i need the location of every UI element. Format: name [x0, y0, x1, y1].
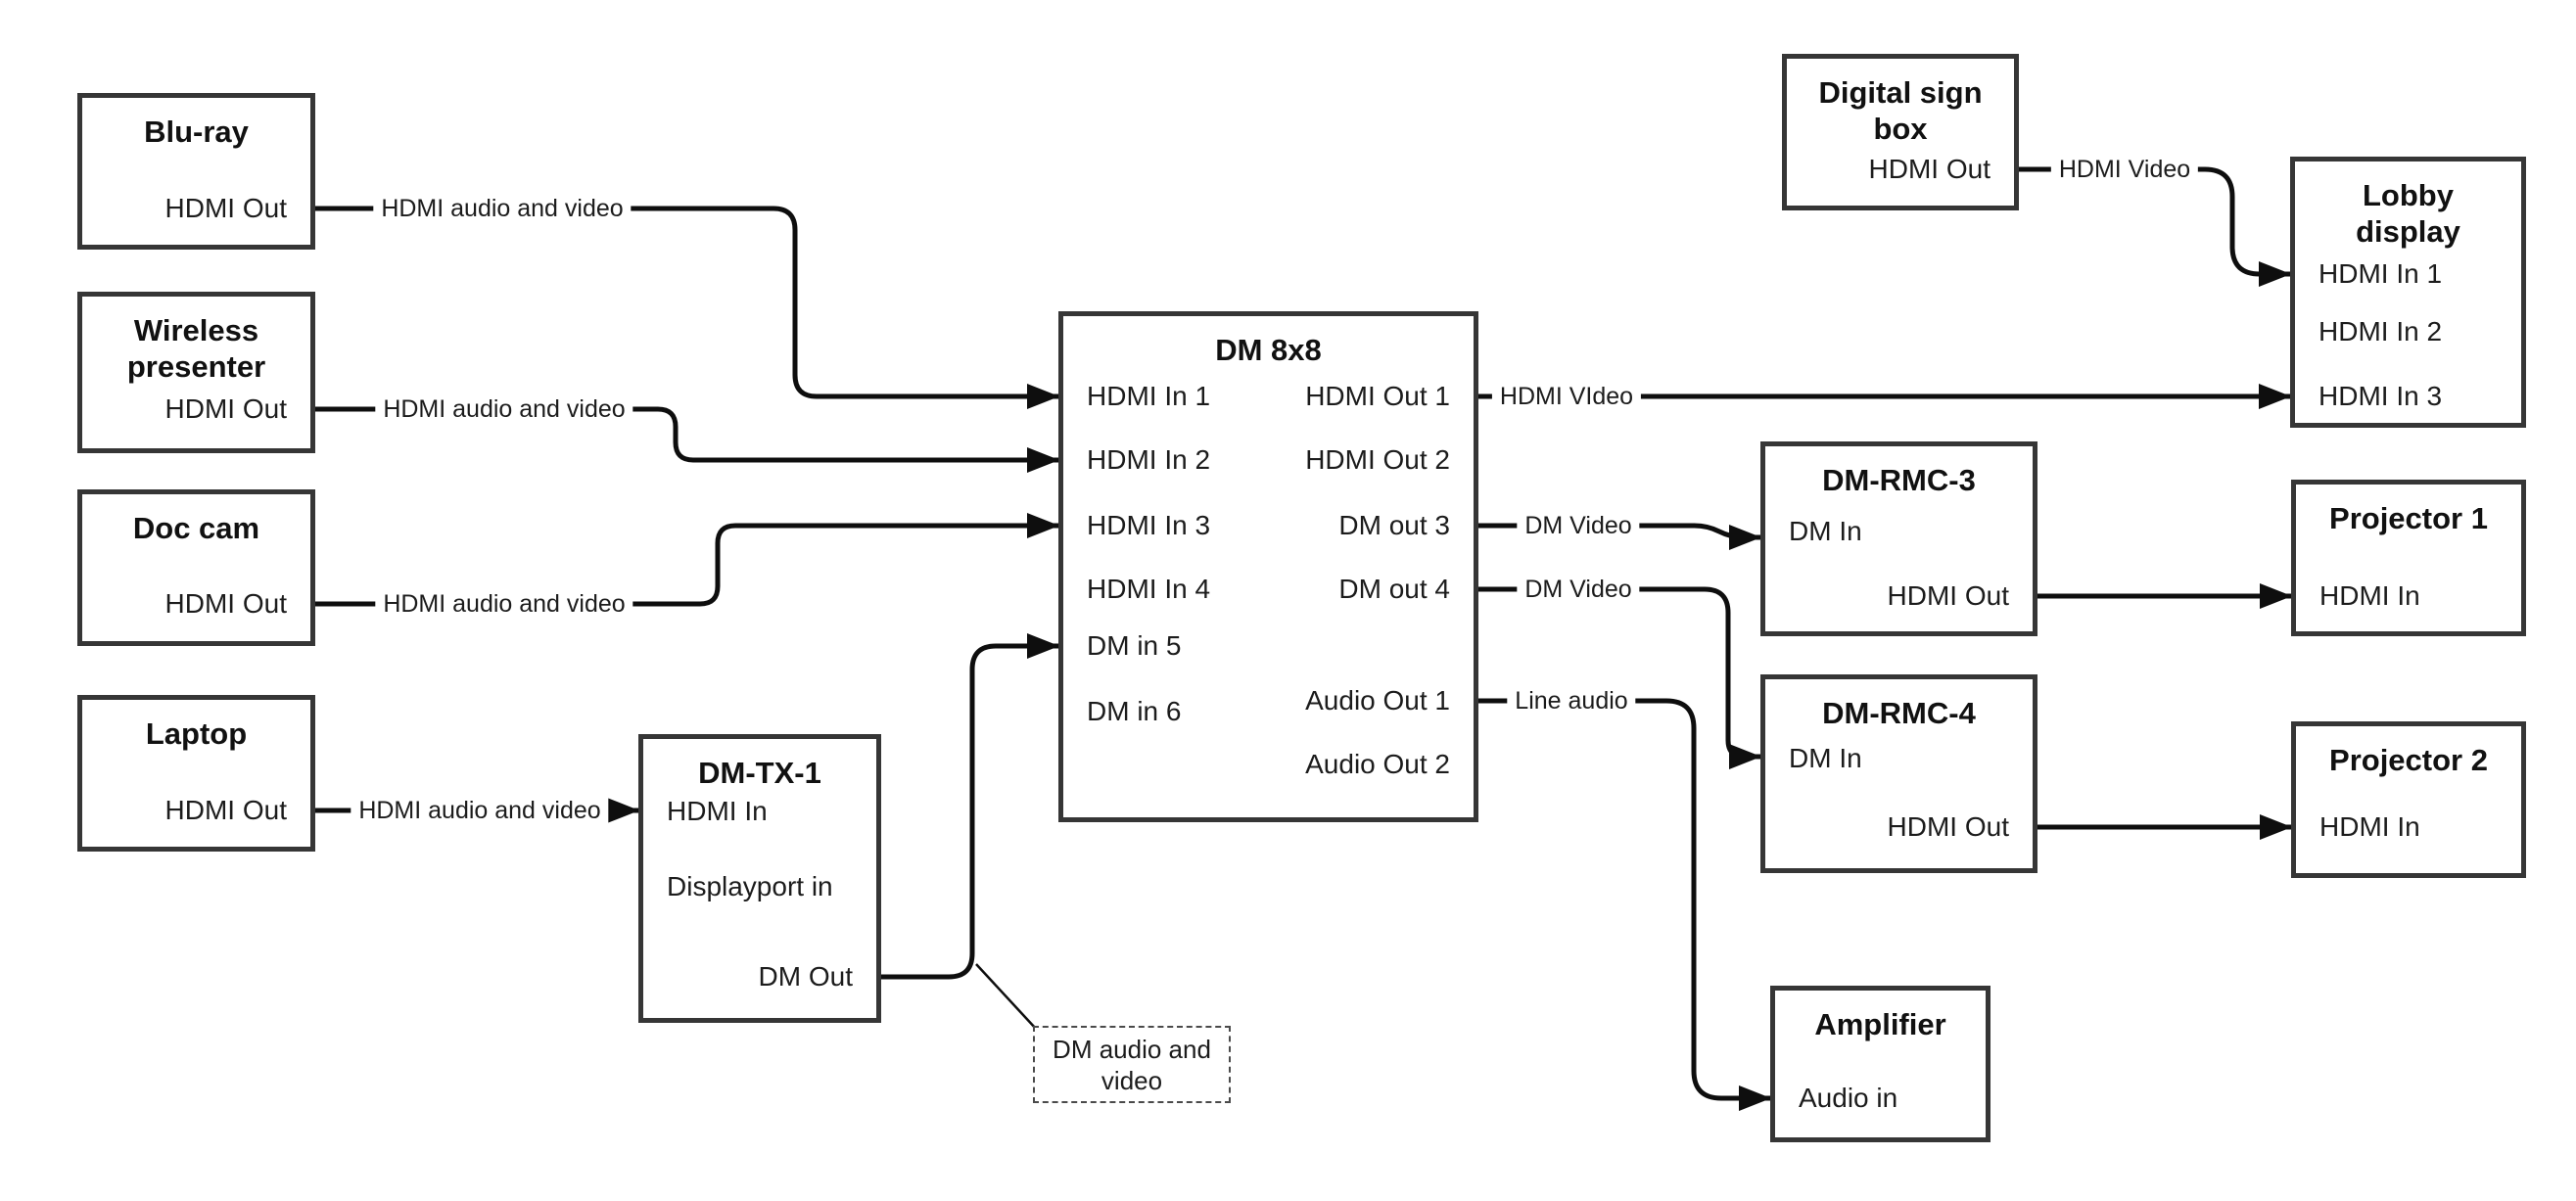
node-title-dm-tx-1: DM-TX-1 [643, 739, 876, 791]
wire-sign-to-lobby-in1 [2019, 166, 2291, 287]
node-title-line: Projector 2 [2329, 743, 2488, 777]
port-dm-rmc-4-hdmi-out: HDMI Out [1887, 811, 2009, 842]
node-title-line: DM 8x8 [1215, 333, 1322, 367]
port-dm-tx-1-dm-out: DM Out [758, 961, 853, 992]
port-dm-8x8-dm-out-3: DM out 3 [1338, 510, 1450, 540]
port-digital-sign-box-hdmi-out: HDMI Out [1868, 154, 1991, 184]
port-dm-8x8-hdmi-in-2: HDMI In 2 [1087, 444, 1211, 475]
wire-label-dm8x8-out1-to-lobby-in3: HDMI VIdeo [1491, 381, 1642, 412]
node-title-line: DM-RMC-3 [1822, 463, 1976, 497]
port-projector-1-hdmi-in: HDMI In [2319, 580, 2420, 611]
node-title-line: presenter [126, 349, 266, 384]
port-dm-8x8-hdmi-out-2: HDMI Out 2 [1305, 444, 1450, 475]
node-dm-rmc-3: DM-RMC-3 DM In HDMI Out [1760, 441, 2037, 636]
note-line: DM audio and [1053, 1034, 1211, 1064]
wire-dm8x8-audio1-to-amp [1478, 698, 1771, 1111]
port-dm-rmc-4-dm-in: DM In [1789, 743, 1862, 773]
wire-label-dm8x8-out4-to-rmc4: DM Video [1517, 574, 1640, 605]
wire-label-doccam-to-dm8x8-in3: HDMI audio and video [375, 588, 633, 620]
port-laptop-hdmi-out: HDMI Out [164, 795, 287, 825]
port-dm-rmc-3-hdmi-out: HDMI Out [1887, 580, 2009, 611]
wire-doccam-to-dm8x8-in3 [315, 513, 1059, 607]
port-dm-rmc-3-dm-in: DM In [1789, 516, 1862, 546]
wire-label-dm8x8-out3-to-rmc3: DM Video [1517, 510, 1640, 541]
node-title-line: Amplifier [1814, 1007, 1946, 1041]
node-title-dm-rmc-4: DM-RMC-4 [1765, 679, 2033, 731]
wire-bluray-to-dm8x8-in1 [315, 206, 1059, 409]
port-dm-8x8-dm-in-6: DM in 6 [1087, 696, 1182, 726]
port-dm-8x8-hdmi-in-3: HDMI In 3 [1087, 510, 1211, 540]
port-dm-8x8-hdmi-in-4: HDMI In 4 [1087, 574, 1211, 604]
wire-wireless-to-dm8x8-in2 [315, 406, 1059, 473]
port-dm-8x8-hdmi-in-1: HDMI In 1 [1087, 381, 1211, 411]
port-dm-8x8-hdmi-out-1: HDMI Out 1 [1305, 381, 1450, 411]
port-dm-8x8-audio-out-1: Audio Out 1 [1305, 685, 1450, 716]
node-title-line: DM-TX-1 [698, 756, 821, 790]
node-title-dm-rmc-3: DM-RMC-3 [1765, 446, 2033, 498]
wire-label-wireless-to-dm8x8-in2: HDMI audio and video [375, 393, 633, 425]
node-title-line: Doc cam [132, 511, 260, 545]
port-bluray-hdmi-out: HDMI Out [164, 193, 287, 223]
port-dm-8x8-audio-out-2: Audio Out 2 [1305, 749, 1450, 779]
wire-label-sign-to-lobby-in1: HDMI Video [2050, 154, 2199, 185]
port-amplifier-audio-in: Audio in [1799, 1083, 1898, 1113]
node-projector-2: Projector 2 HDMI In [2291, 721, 2526, 878]
node-title-line: Digital sign [1818, 75, 1983, 110]
port-dm-tx-1-displayport-in: Displayport in [667, 871, 833, 901]
node-title-line: box [1873, 112, 1928, 146]
node-title-line: Blu-ray [144, 115, 249, 149]
port-dm-tx-1-hdmi-in: HDMI In [667, 796, 768, 826]
port-lobby-display-hdmi-in-3: HDMI In 3 [2318, 381, 2443, 411]
node-projector-1: Projector 1 HDMI In [2291, 480, 2526, 636]
node-title-laptop: Laptop [82, 700, 310, 752]
node-title-line: DM-RMC-4 [1822, 696, 1976, 730]
node-title-line: Lobby [2363, 178, 2454, 212]
note-leader-line [975, 963, 1037, 1030]
node-title-line: display [2356, 214, 2460, 249]
node-title-doc-cam: Doc cam [82, 494, 310, 546]
port-lobby-display-hdmi-in-1: HDMI In 1 [2318, 258, 2443, 289]
port-dm-8x8-dm-out-4: DM out 4 [1338, 574, 1450, 604]
port-doc-cam-hdmi-out: HDMI Out [164, 588, 287, 619]
node-title-bluray: Blu-ray [82, 98, 310, 150]
wire-label-bluray-to-dm8x8-in1: HDMI audio and video [373, 193, 632, 224]
node-dm-rmc-4: DM-RMC-4 DM In HDMI Out [1760, 674, 2037, 873]
wire-dmtx-dmout-to-dm8x8-in5 [881, 633, 1059, 980]
wire-label-laptop-to-dmtx-hdmi-in: HDMI audio and video [351, 795, 609, 826]
wire-dm8x8-out4-to-rmc4 [1478, 586, 1761, 769]
node-title-projector-1: Projector 1 [2296, 485, 2521, 536]
node-title-line: Laptop [145, 716, 248, 751]
port-dm-8x8-dm-in-5: DM in 5 [1087, 630, 1182, 661]
port-wireless-presenter-hdmi-out: HDMI Out [164, 393, 287, 424]
node-title-dm-8x8: DM 8x8 [1063, 316, 1474, 368]
wire-label-dm8x8-audio1-to-amp: Line audio [1507, 685, 1636, 716]
port-lobby-display-hdmi-in-2: HDMI In 2 [2318, 316, 2443, 346]
port-projector-2-hdmi-in: HDMI In [2319, 811, 2420, 842]
node-title-projector-2: Projector 2 [2296, 726, 2521, 778]
node-title-line: Wireless [133, 313, 259, 347]
wire-dm8x8-out3-to-rmc3 [1478, 523, 1761, 550]
note-line: video [1101, 1065, 1163, 1095]
node-title-line: Projector 1 [2329, 501, 2488, 535]
node-title-amplifier: Amplifier [1775, 991, 1986, 1042]
